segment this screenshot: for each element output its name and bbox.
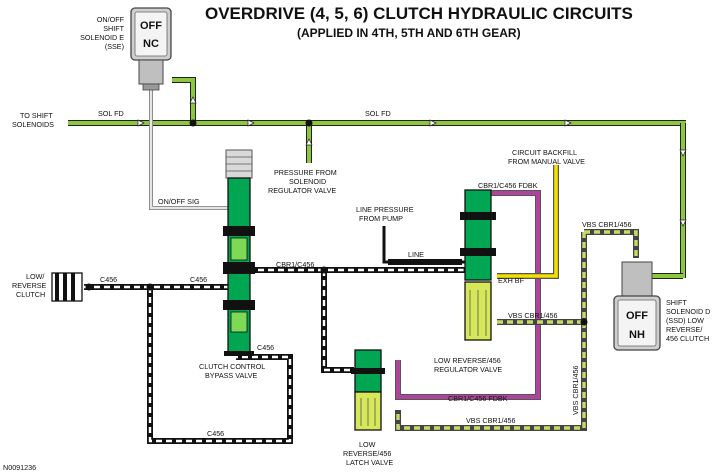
low-rev-456-regulator-label: LOW REVERSE/456 REGULATOR VALVE <box>434 356 502 374</box>
vbs-label-vertical: VBS CBR1/456 <box>571 365 580 415</box>
cbr1-c456-circuit <box>248 226 478 373</box>
shift-solenoid-e: OFF NC <box>130 7 172 91</box>
sol-fd-circuit <box>68 77 687 279</box>
fdbk-circuit <box>395 190 541 400</box>
low-reverse-clutch-label: LOW/ REVERSE CLUTCH <box>12 272 47 299</box>
vbs-label-top: VBS CBR1/456 <box>582 220 632 229</box>
solenoid-e-state-2: NC <box>143 38 159 50</box>
svg-text:REVERSE/456: REVERSE/456 <box>343 449 391 458</box>
svg-text:ON/OFF: ON/OFF <box>97 15 125 24</box>
svg-text:(SSE): (SSE) <box>105 42 124 51</box>
svg-text:FROM MANUAL VALVE: FROM MANUAL VALVE <box>508 157 585 166</box>
svg-text:LATCH VALVE: LATCH VALVE <box>346 458 393 467</box>
low-reverse-456-regulator-valve <box>460 189 496 341</box>
to-shift-solenoids-label: TO SHIFT SOLENOIDS <box>12 111 54 129</box>
vbs-label-mid: VBS CBR1/456 <box>508 311 558 320</box>
diagram-subtitle: (APPLIED IN 4TH, 5TH AND 6TH GEAR) <box>297 26 521 40</box>
on-off-sig-label: ON/OFF SIG <box>158 197 200 206</box>
svg-text:SOLENOID E: SOLENOID E <box>80 33 124 42</box>
solenoid-d-state-2: NH <box>629 329 645 341</box>
clutch-control-bypass-valve <box>223 149 255 356</box>
svg-text:REVERSE: REVERSE <box>12 281 47 290</box>
c456-label-c: C456 <box>257 343 274 352</box>
svg-text:REGULATOR VALVE: REGULATOR VALVE <box>434 365 502 374</box>
svg-text:SOLENOID: SOLENOID <box>289 177 326 186</box>
exh-bf-label: EXH BF <box>498 276 525 285</box>
sol-fd-label-left: SOL FD <box>98 109 124 118</box>
line-label: LINE <box>408 250 424 259</box>
low-reverse-456-latch-valve <box>351 349 385 431</box>
vbs-label-bottom: VBS CBR1/456 <box>466 416 516 425</box>
solenoid-d-label: SHIFT SOLENOID D (SSD) LOW REVERSE/ 456 … <box>666 298 710 343</box>
c456-label-bottom: C456 <box>207 429 224 438</box>
sol-fd-label-right: SOL FD <box>365 109 391 118</box>
svg-text:FROM PUMP: FROM PUMP <box>359 214 403 223</box>
svg-text:LOW/: LOW/ <box>26 272 44 281</box>
backfill-circuit <box>497 165 559 279</box>
svg-text:SHIFT: SHIFT <box>666 298 687 307</box>
c456-circuit <box>84 283 293 444</box>
solenoid-d-state-1: OFF <box>626 310 648 322</box>
svg-text:CLUTCH CONTROL: CLUTCH CONTROL <box>199 362 265 371</box>
svg-text:BYPASS VALVE: BYPASS VALVE <box>205 371 258 380</box>
clutch-control-bypass-label: CLUTCH CONTROL BYPASS VALVE <box>199 362 265 380</box>
circuit-backfill-label: CIRCUIT BACKFILL FROM MANUAL VALVE <box>508 148 585 166</box>
svg-text:SHIFT: SHIFT <box>103 24 124 33</box>
solenoid-e-label: ON/OFF SHIFT SOLENOID E (SSE) <box>80 15 125 51</box>
solenoid-e-state-1: OFF <box>140 20 162 32</box>
svg-text:REGULATOR VALVE: REGULATOR VALVE <box>268 186 336 195</box>
c456-label-a: C456 <box>100 275 117 284</box>
svg-text:456 CLUTCH: 456 CLUTCH <box>666 334 709 343</box>
low-reverse-clutch-symbol <box>51 272 83 302</box>
cbr1-c456-fdbk-top-label: CBR1/C456 FDBK <box>478 181 538 190</box>
line-pressure-label: LINE PRESSURE FROM PUMP <box>356 205 414 223</box>
svg-text:CLUTCH: CLUTCH <box>16 290 45 299</box>
svg-text:TO SHIFT: TO SHIFT <box>20 111 53 120</box>
pressure-from-solenoid-label: PRESSURE FROM SOLENOID REGULATOR VALVE <box>268 168 337 195</box>
svg-text:LOW: LOW <box>359 440 376 449</box>
cbr1-c456-label: CBR1/C456 <box>276 260 314 269</box>
figure-id: N0091236 <box>3 463 36 472</box>
svg-text:PRESSURE FROM: PRESSURE FROM <box>274 168 337 177</box>
low-rev-456-latch-label: LOW REVERSE/456 LATCH VALVE <box>343 440 393 467</box>
svg-text:(SSD) LOW: (SSD) LOW <box>666 316 704 325</box>
diagram-title: OVERDRIVE (4, 5, 6) CLUTCH HYDRAULIC CIR… <box>205 4 633 23</box>
svg-text:REVERSE/: REVERSE/ <box>666 325 702 334</box>
svg-text:LINE PRESSURE: LINE PRESSURE <box>356 205 414 214</box>
c456-label-b: C456 <box>190 275 207 284</box>
svg-text:SOLENOID D: SOLENOID D <box>666 307 710 316</box>
svg-text:CIRCUIT BACKFILL: CIRCUIT BACKFILL <box>512 148 577 157</box>
svg-text:SOLENOIDS: SOLENOIDS <box>12 120 54 129</box>
vbs-cbr1-456-circuit <box>395 229 639 431</box>
shift-solenoid-d: OFF NH <box>613 261 661 351</box>
svg-text:LOW REVERSE/456: LOW REVERSE/456 <box>434 356 501 365</box>
cbr1-c456-fdbk-bottom-label: CBR1/C456 FDBK <box>448 394 508 403</box>
